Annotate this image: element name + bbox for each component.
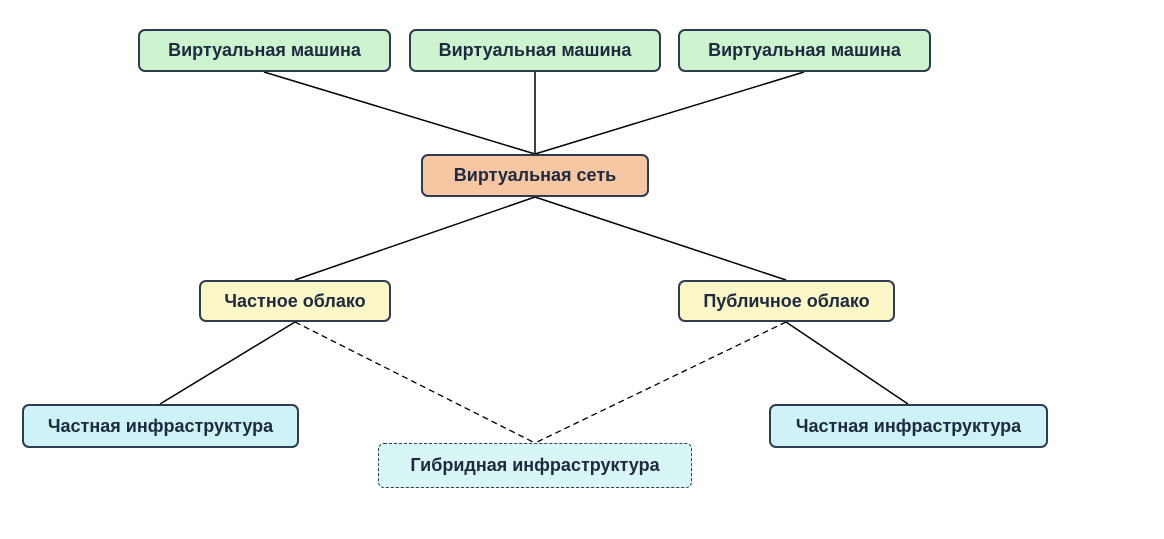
private-cloud-node-label: Частное облако bbox=[224, 290, 366, 311]
edge-private-cloud-private-infra-left bbox=[159, 321, 296, 405]
public-cloud-node-label: Публичное облако bbox=[703, 290, 870, 311]
virtual-network-node-label: Виртуальная сеть bbox=[453, 165, 617, 185]
public-cloud-node: Публичное облако bbox=[678, 280, 895, 322]
hybrid-infrastructure-node-label: Гибридная инфраструктура bbox=[410, 455, 660, 475]
private-infrastructure-node-left: Частная инфраструктура bbox=[22, 404, 299, 448]
virtual-machine-node-2: Виртуальная машина bbox=[409, 29, 661, 72]
edge-network-public-cloud bbox=[534, 196, 787, 281]
virtual-machine-node-1-label: Виртуальная машина bbox=[168, 40, 361, 60]
edge-private-cloud-hybrid-infra bbox=[294, 321, 536, 444]
private-infrastructure-node-right: Частная инфраструктура bbox=[769, 404, 1048, 448]
edge-public-cloud-private-infra-right bbox=[785, 321, 909, 405]
virtual-machine-node-3-label: Виртуальная машина bbox=[708, 40, 901, 60]
edge-public-cloud-hybrid-infra bbox=[534, 321, 787, 444]
virtual-machine-node-1: Виртуальная машина bbox=[138, 29, 391, 72]
edge-network-private-cloud bbox=[294, 196, 536, 281]
edge-vm3-network bbox=[534, 71, 805, 155]
private-infrastructure-node-left-label: Частная инфраструктура bbox=[47, 415, 274, 436]
virtual-network-node: Виртуальная сеть bbox=[421, 154, 649, 197]
private-infrastructure-node-right-label: Частная инфраструктура bbox=[795, 415, 1022, 436]
virtual-machine-node-2-label: Виртуальная машина bbox=[438, 40, 632, 60]
private-cloud-node: Частное облако bbox=[199, 280, 391, 322]
edge-vm1-network bbox=[263, 71, 536, 155]
hybrid-infrastructure-node: Гибридная инфраструктура bbox=[378, 443, 692, 488]
virtual-machine-node-3: Виртуальная машина bbox=[678, 29, 931, 72]
